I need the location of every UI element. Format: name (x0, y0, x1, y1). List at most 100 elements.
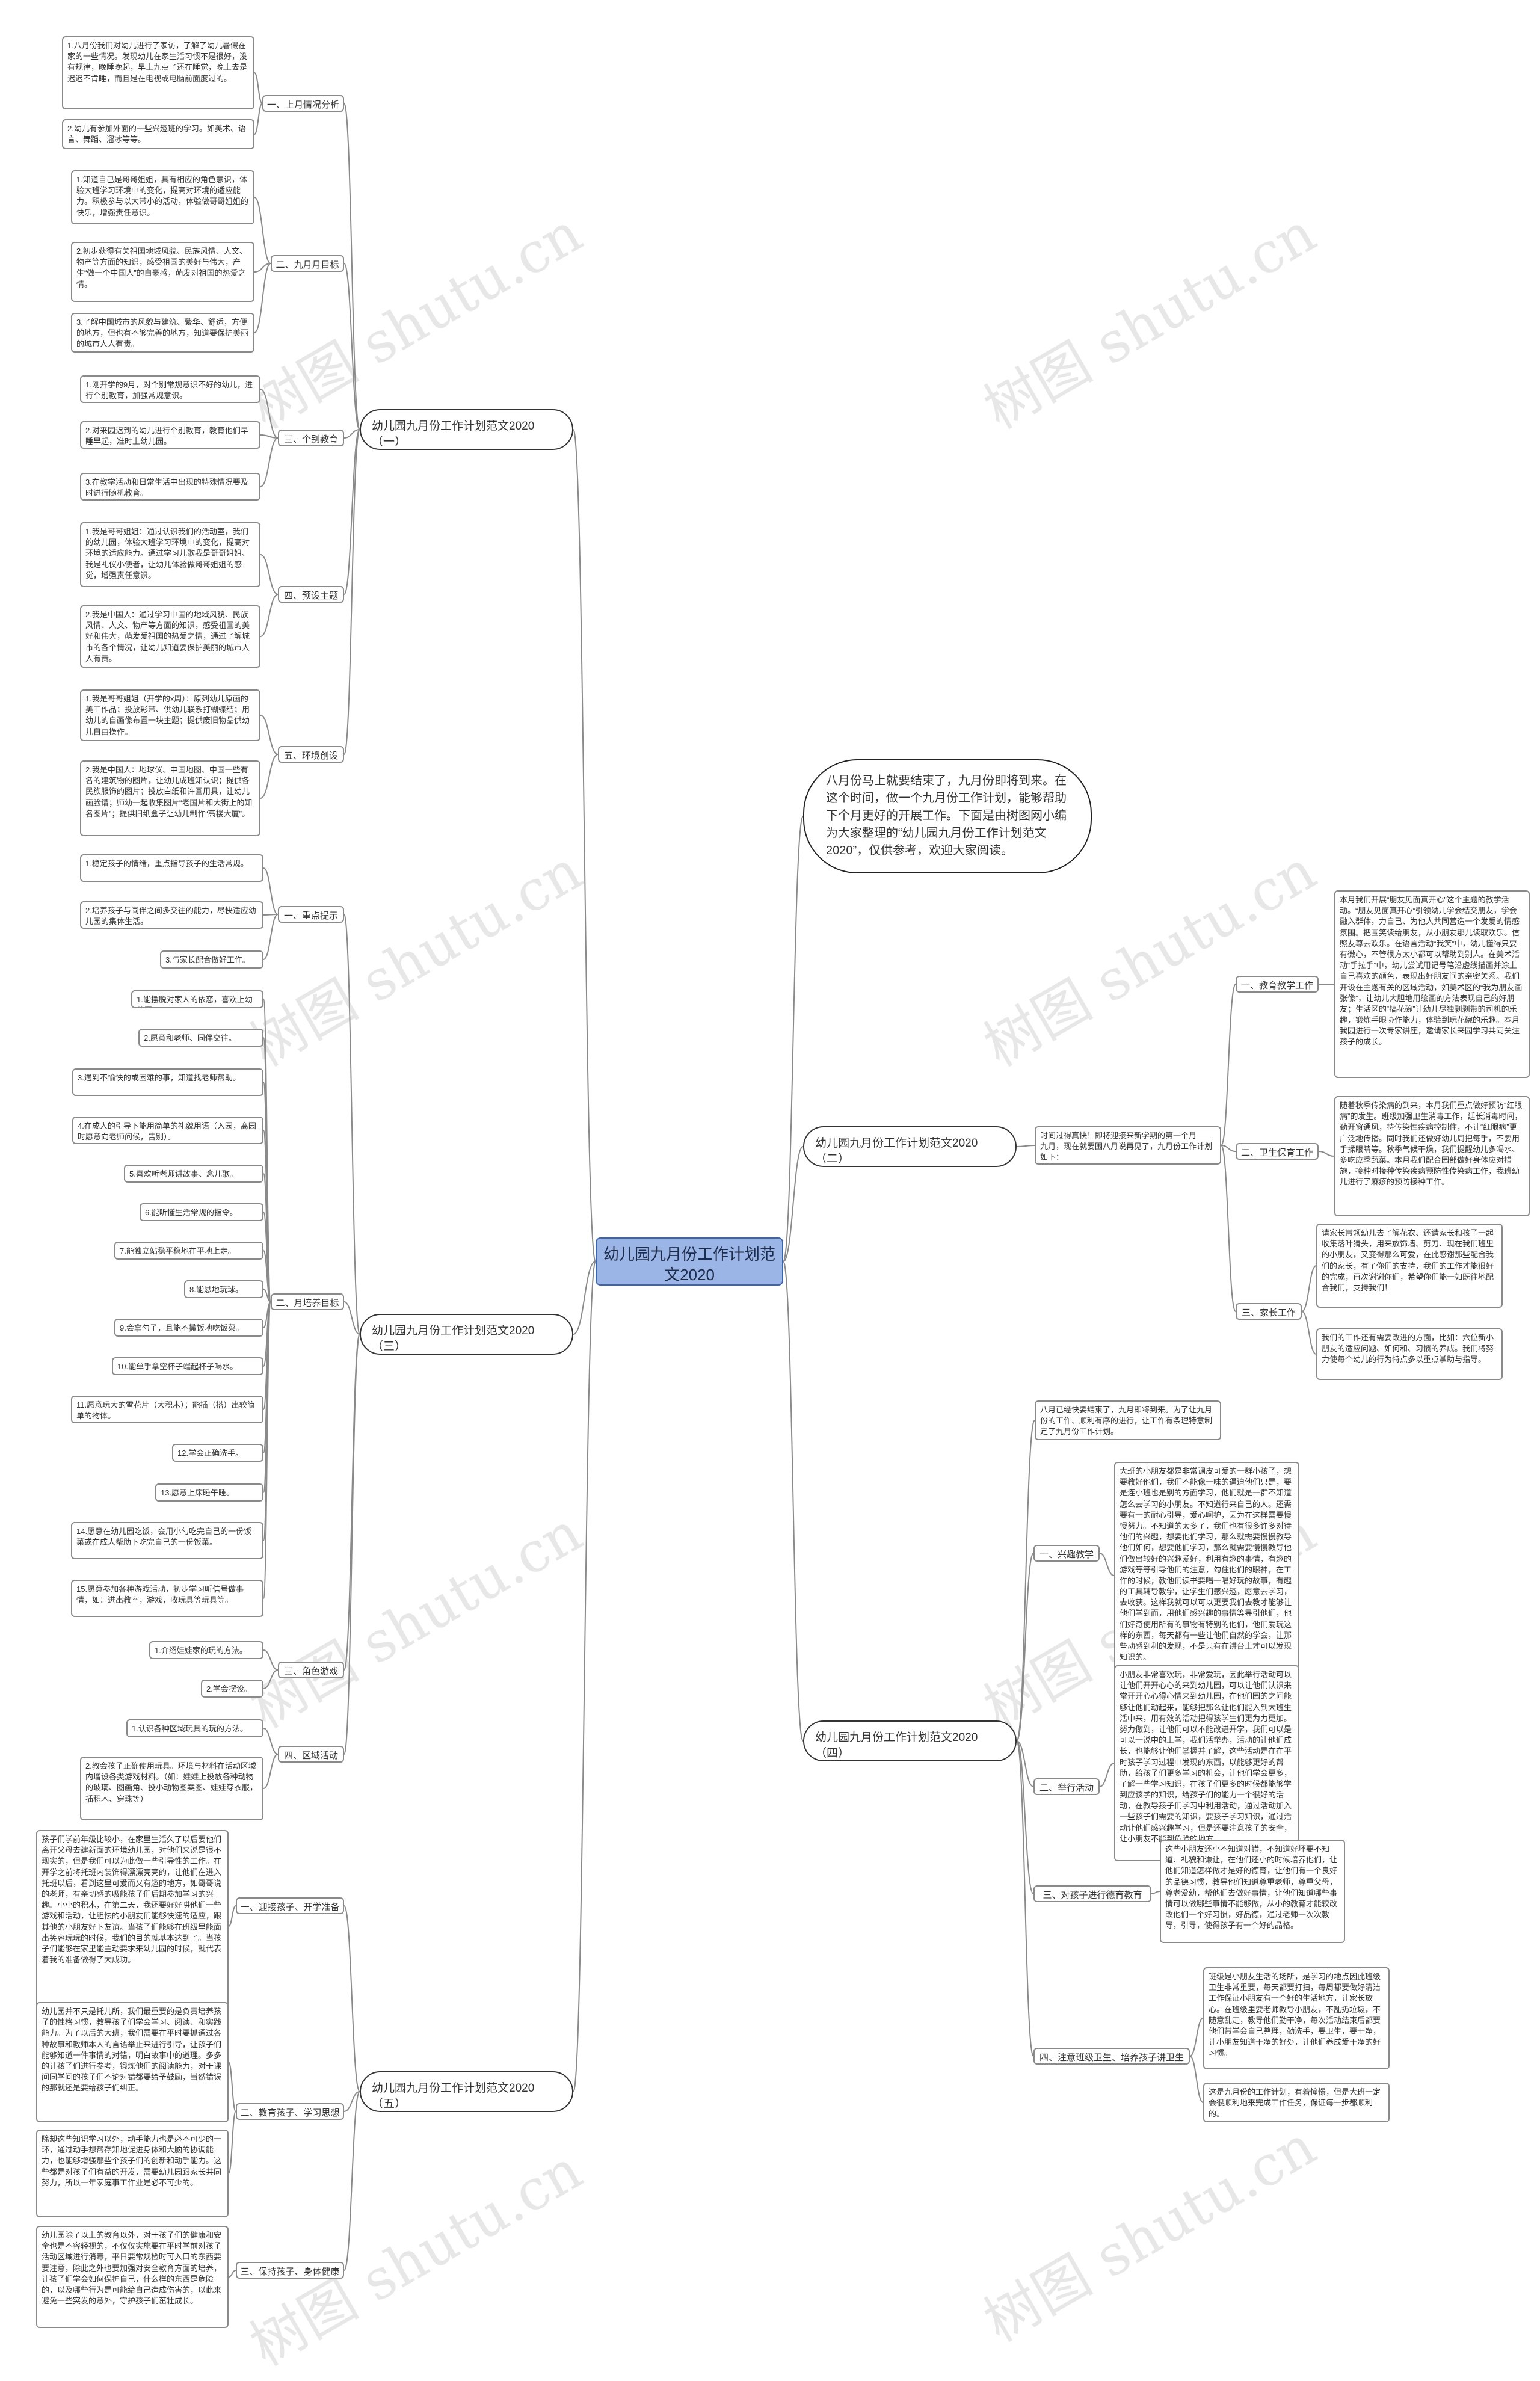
b4-s4-item: 这是九月份的工作计划，有着憧憬，但是大班一定会很顺利地来完成工作任务，保证每一步… (1203, 2083, 1390, 2122)
connector-line (1221, 1145, 1236, 1312)
b4-s2-item: 小朋友非常喜欢玩，非常爱玩，因此举行活动可以让他们开开心心的来到幼儿园，可以让他… (1114, 1665, 1299, 1861)
b3-s3-item: 2.学会摆设。 (201, 1680, 263, 1698)
connector-line (254, 103, 263, 135)
connector-line (263, 1301, 271, 1599)
b1-s3-label[interactable]: 三、个别教育 (278, 430, 344, 446)
b3-s1-item: 1.稳定孩子的情绪，重点指导孩子的生活常规。 (80, 854, 263, 882)
connector-line (343, 429, 360, 439)
b1-s5-label[interactable]: 五、环境创设 (278, 746, 344, 763)
b1-s4-label[interactable]: 四、预设主题 (278, 586, 344, 603)
connector-line (263, 1754, 279, 1789)
b1-s5-item: 1.我是哥哥姐姐（开学的x周）：原列幼儿原画的美工作品；投放彩带、供幼儿联系打蝴… (80, 689, 260, 741)
connector-line (254, 72, 263, 104)
b4-s4-label[interactable]: 四、注意班级卫生、培养孩子讲卫生 (1033, 2048, 1190, 2065)
connector-line (260, 437, 279, 487)
connector-line (783, 1146, 804, 1262)
b2-s3-item: 我们的工作还有需要改进的方面，比如：六位新小朋友的适应问题、如何和、习惯的养成。… (1316, 1328, 1503, 1380)
connector-line (783, 1261, 804, 1742)
b5-s1-label[interactable]: 一、迎接孩子、开学准备 (236, 1897, 344, 1914)
b4-lead: 八月已经快要结束了，九月即将到来。为了让九月份的工作、顺利有序的进行，让工作有条… (1035, 1400, 1221, 1440)
connector-line (263, 1289, 271, 1302)
intro-bubble[interactable]: 八月份马上就要结束了，九月份即将到来。在这个时间，做一个九月份工作计划，能够帮助… (803, 759, 1092, 873)
b2-s2-item: 随着秋季传染病的到来，本月我们重点做好预防“红眼病”的发生。班级加强卫生消毒工作… (1334, 1096, 1530, 1216)
b5-s3-label[interactable]: 三、保持孩子、身体健康 (236, 2262, 344, 2279)
b2-s1-item: 本月我们开展“朋友见面真开心”这个主题的教学活动。“朋友见面真开心”引领幼儿学会… (1334, 890, 1530, 1078)
b1-s1-item: 2.幼儿有参加外面的一些兴趣班的学习。如美术、语言、舞蹈、溜冰等等。 (62, 119, 254, 149)
connector-line (260, 594, 279, 637)
connector-line (228, 2111, 236, 2174)
connector-line (573, 429, 596, 1262)
connector-line (260, 389, 279, 439)
b3-s1-item: 2.培养孩子与同伴之间多交往的能力，尽快适应幼儿园的集体生活。 (80, 901, 263, 929)
b3-s2-item: 5.喜欢听老师讲故事、念儿歌。 (124, 1165, 263, 1183)
connector-line (263, 914, 279, 916)
connector-line (1189, 2018, 1204, 2057)
b3-s2-item: 1.能摆脱对家人的依恋，喜欢上幼儿园。 (131, 990, 263, 1008)
branch-title-3[interactable]: 幼儿园九月份工作计划范文2020（三） (360, 1314, 573, 1355)
connector-line (343, 2091, 360, 2112)
b4-s4-item: 班级是小朋友生活的场所，是学习的地点因此班级卫生非常重要，每天都要打扫，每周都要… (1203, 1967, 1390, 2069)
b1-s1-item: 1.八月份我们对幼儿进行了家访，了解了幼儿暑假在家的一些情况。发现幼儿在家生活习… (62, 36, 254, 109)
branch-title-4[interactable]: 幼儿园九月份工作计划范文2020（四） (803, 1720, 1017, 1761)
connector-line (263, 867, 279, 915)
b1-s3-item: 3.在教学活动和日常生活中出现的特殊情况要及时进行随机教育。 (80, 473, 260, 501)
b1-s3-item: 1.刚开学的9月，对个别常规意识不好的幼儿，进行个别教育，加强常规意识。 (80, 375, 260, 403)
branch-title-2[interactable]: 幼儿园九月份工作计划范文2020（二） (803, 1126, 1017, 1167)
b3-s2-item: 7.能独立站稳平稳地在平地上走。 (114, 1242, 263, 1260)
connector-line (263, 1669, 279, 1689)
connector-line (1221, 984, 1236, 1146)
b3-s3-label[interactable]: 三、角色游戏 (278, 1662, 344, 1678)
b3-s1-label[interactable]: 一、重点提示 (278, 906, 344, 923)
connector-line (1016, 1420, 1035, 1742)
b3-s2-item: 13.愿意上床睡午睡。 (155, 1483, 263, 1502)
connector-line (1301, 1265, 1317, 1312)
b4-s2-label[interactable]: 二、举行活动 (1033, 1778, 1100, 1795)
connector-line (260, 434, 279, 439)
b3-s2-item: 9.会拿勺子，且能不撒饭地吃饭菜。 (114, 1319, 263, 1337)
b3-s3-item: 1.介绍娃娃家的玩的方法。 (149, 1641, 263, 1659)
connector-line (1189, 2056, 1204, 2103)
root-topic[interactable]: 幼儿园九月份工作计划范文2020 (596, 1237, 783, 1286)
branch-title-1[interactable]: 幼儿园九月份工作计划范文2020（一） (360, 409, 573, 450)
connector-line (343, 914, 360, 1335)
connector-line (1099, 1553, 1115, 1576)
connector-line (1301, 1311, 1317, 1355)
connector-line (573, 1261, 596, 1335)
connector-line (228, 1905, 236, 1927)
b5-s2-label[interactable]: 二、教育孩子、学习思想 (236, 2103, 344, 2120)
b5-s2-item: 幼儿园并不只是托儿所，我们最重要的是负责培养孩子的性格习惯，教导孩子们学会学习、… (36, 2002, 229, 2122)
connector-line (1318, 1151, 1335, 1157)
b5-s3-item: 幼儿园除了以上的教育以外，对于孩子们的健康和安全也是不容轻视的，不仅仅实施要在平… (36, 2226, 229, 2328)
b3-s1-item: 3.与家长配合做好工作。 (160, 950, 263, 969)
branch-title-5[interactable]: 幼儿园九月份工作计划范文2020（五） (360, 2071, 573, 2112)
connector-line (343, 429, 360, 755)
b2-lead: 时间过得真快！即将迎接来新学期的第一个月——九月，现在就要围八月说再见了，九月份… (1035, 1126, 1221, 1165)
b3-s2-item: 6.能听懂生活常规的指令。 (140, 1203, 263, 1221)
connector-line (228, 2270, 236, 2278)
b1-s1-label[interactable]: 一、上月情况分析 (262, 95, 344, 112)
b3-s2-item: 15.愿意参加各种游戏活动，初步学习听信号做事情，如：进出教室，游戏，收玩具等玩… (71, 1580, 263, 1617)
b3-s2-item: 11.愿意玩大的雪花片（大积木）；能插（搭）出较简单的物体。 (71, 1396, 263, 1423)
b1-s2-item: 3.了解中国城市的风貌与建筑、繁华、舒适，方便的地方，但也有不够完善的地方，知道… (71, 313, 254, 353)
connector-line (1016, 1553, 1034, 1742)
connector-line (343, 103, 360, 430)
b3-s2-item: 14.愿意在幼儿园吃饭，会用小勺吃完自己的一份饭菜或在成人帮助下吃完自己的一份饭… (71, 1522, 263, 1559)
b3-s2-label[interactable]: 二、月培养目标 (271, 1293, 344, 1310)
connector-line (1016, 1145, 1035, 1147)
connector-line (263, 914, 279, 960)
b1-s2-label[interactable]: 二、九月月目标 (271, 255, 344, 272)
b2-s3-label[interactable]: 三、家长工作 (1236, 1303, 1302, 1320)
b3-s2-item: 3.遇到不愉快的或困难的事，知道找老师帮助。 (72, 1068, 263, 1096)
b3-s4-item: 2.教会孩子正确使用玩具。环境与材料在活动区域内增设各类游戏材料。（如：娃娃上投… (80, 1757, 263, 1820)
b4-s3-label[interactable]: 三、对孩子进行德育教育 (1033, 1885, 1151, 1902)
b2-s2-label[interactable]: 二、卫生保育工作 (1236, 1143, 1319, 1160)
connector-line (573, 1261, 596, 2092)
connector-line (343, 1334, 360, 1671)
b5-s2-item: 除却这些知识学习以外，动手能力也是必不可少的一环，通过动手想帮存知地促进身体和大… (36, 2130, 229, 2217)
connector-line (263, 1250, 271, 1302)
b2-s3-item: 请家长带领幼儿去了解花衣、还请家长和孩子一起收集落叶猜头，用来放饰墙、剪刀、现在… (1316, 1224, 1503, 1308)
b2-s1-label[interactable]: 一、教育教学工作 (1236, 976, 1319, 993)
b4-s1-label[interactable]: 一、兴趣教学 (1033, 1545, 1100, 1562)
b3-s4-label[interactable]: 四、区域活动 (278, 1746, 344, 1763)
